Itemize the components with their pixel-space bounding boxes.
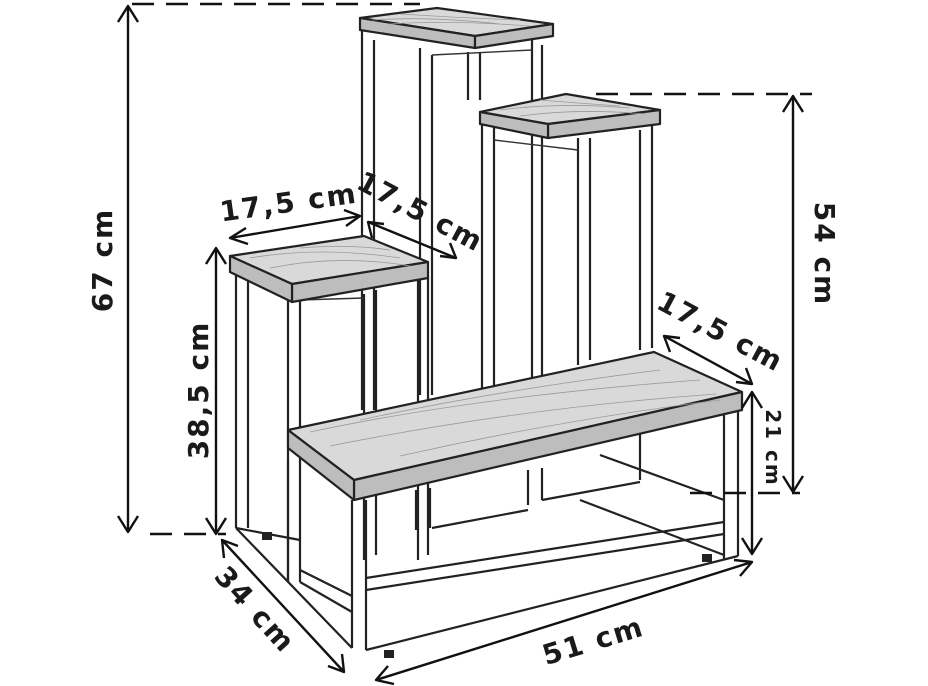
left-stand-top (228, 234, 430, 304)
middle-stand-frame (480, 120, 654, 390)
middle-stand-top (478, 92, 662, 140)
dimension-lines (116, 2, 812, 686)
plant-stand (228, 6, 744, 658)
total-height-label: 67 cm (86, 208, 119, 313)
tall-stand-top (358, 6, 555, 50)
bench-frame (235, 408, 740, 652)
bench-height-label: 21 cm (761, 409, 785, 487)
total-width-label: 51 cm (538, 610, 648, 672)
left-shelf-height-label: 38,5 cm (182, 321, 215, 460)
bench-top (286, 350, 744, 502)
stand-feet (262, 532, 712, 658)
right-height-label: 54 cm (808, 202, 841, 307)
